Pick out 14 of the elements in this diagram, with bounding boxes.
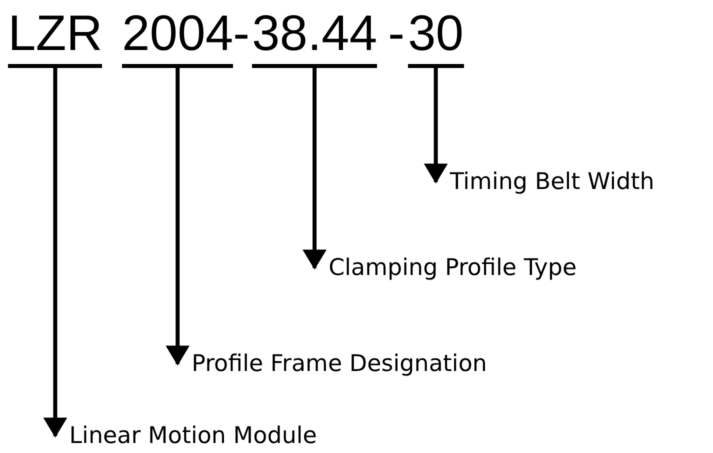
arrow (302, 68, 327, 270)
code-segment: 38.44 (252, 4, 378, 68)
code-segment: 30 (408, 4, 464, 68)
description-label: Clamping Profile Type (328, 254, 577, 282)
description-label: Timing Belt Width (450, 168, 654, 196)
arrow (43, 68, 68, 438)
code-segment: LZR (8, 4, 102, 68)
separator-dash: - (388, 4, 405, 62)
description-label: Linear Motion Module (69, 422, 317, 450)
description-label: Profile Frame Designation (192, 350, 487, 378)
code-segment: 2004 (122, 4, 234, 68)
separator-dash: - (233, 4, 250, 62)
arrow (166, 68, 190, 366)
arrow (424, 68, 448, 184)
